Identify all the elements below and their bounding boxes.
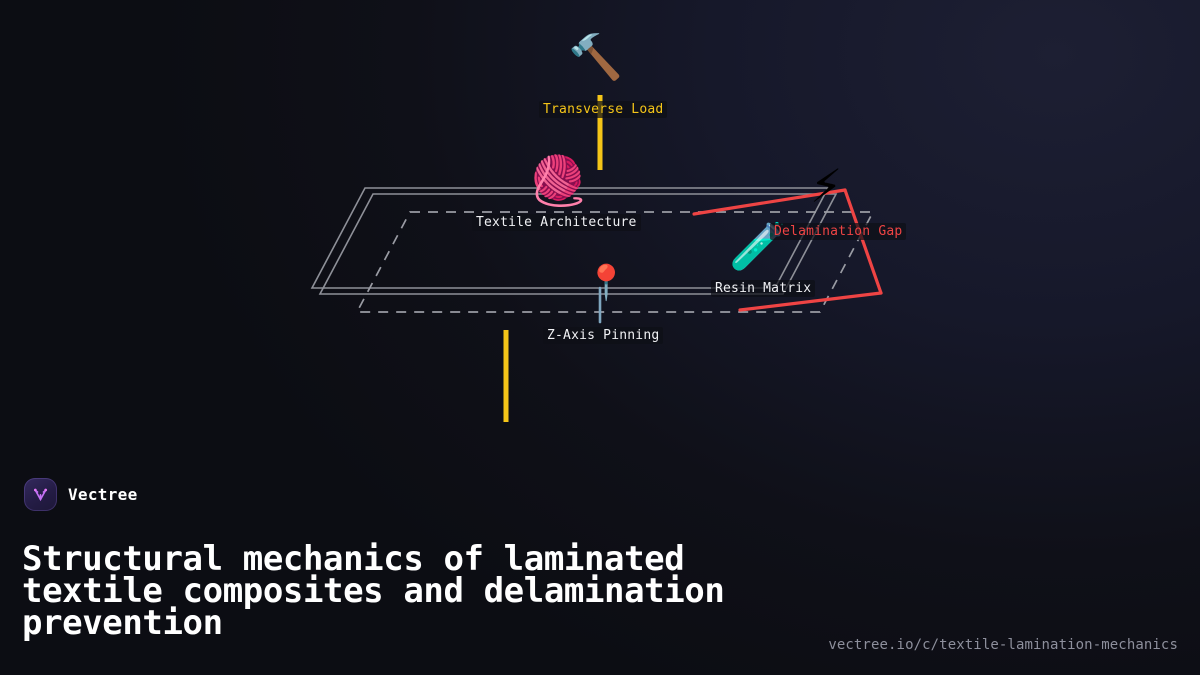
- label-transverse-load: Transverse Load: [539, 101, 668, 118]
- composite-diagram: 🔨 🧶 🧪 ⚡ 📍 Transverse Load Textile Archit…: [310, 32, 907, 422]
- delamination-crack: [692, 188, 883, 312]
- vectree-logo-icon: [24, 478, 57, 511]
- pushpin-icon: 📍: [585, 263, 628, 303]
- label-delamination-gap: Delamination Gap: [770, 223, 907, 240]
- label-resin-matrix: Resin Matrix: [711, 280, 816, 297]
- label-textile-architecture: Textile Architecture: [472, 214, 641, 231]
- high-voltage-icon: ⚡: [810, 159, 843, 213]
- yarn-ball-icon: 🧶: [528, 153, 588, 209]
- footer: Vectree Structural mechanics of laminate…: [0, 470, 1200, 675]
- ply-bottom-dashed: [355, 211, 875, 313]
- brand-name: Vectree: [68, 485, 138, 504]
- page-title: Structural mechanics of laminated textil…: [22, 538, 725, 643]
- hammer-icon: 🔨: [568, 32, 623, 83]
- brand: Vectree: [24, 478, 138, 511]
- diagram-canvas: [310, 95, 883, 422]
- source-url: vectree.io/c/textile-lamination-mechanic…: [828, 637, 1178, 653]
- label-z-axis-pinning: Z-Axis Pinning: [543, 327, 664, 344]
